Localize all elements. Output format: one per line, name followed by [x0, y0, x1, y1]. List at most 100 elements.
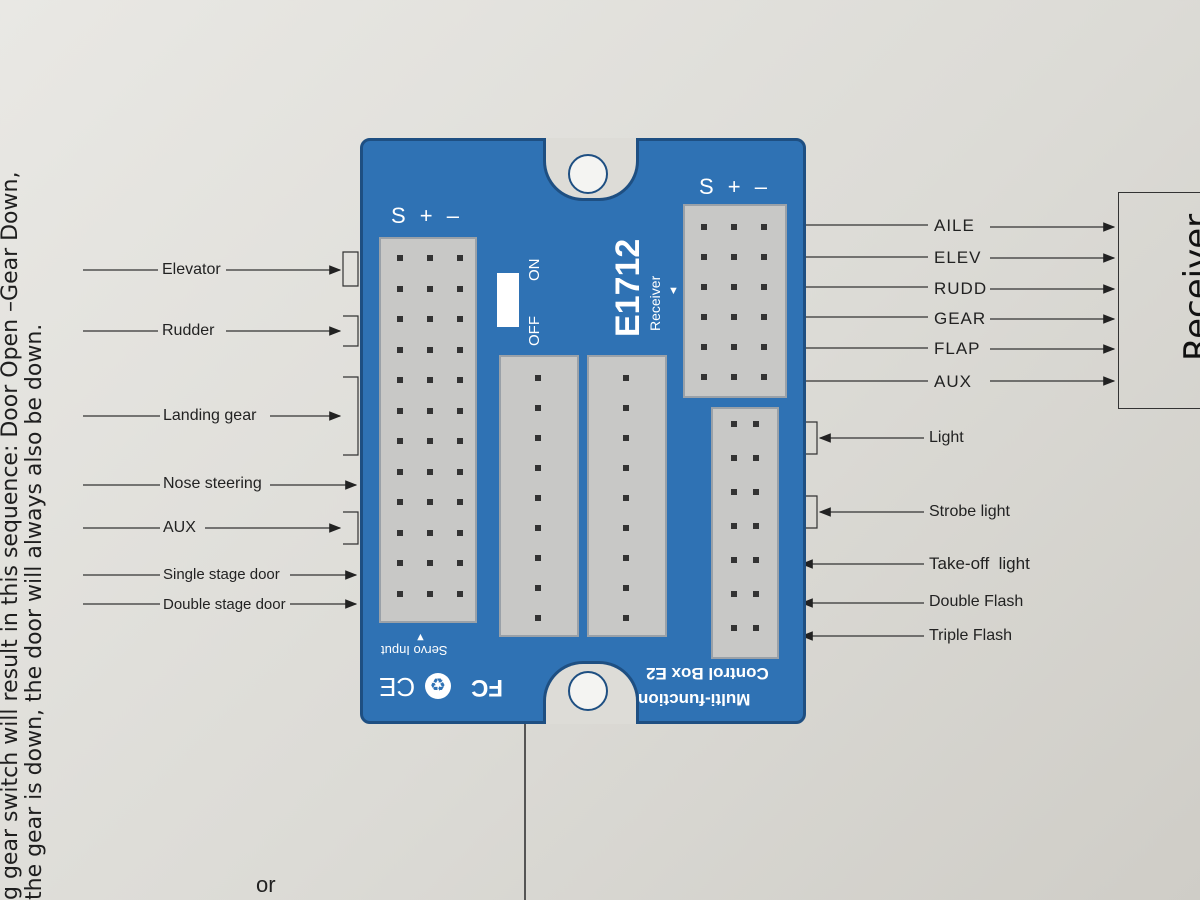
receiver-board-label: Receiver [647, 275, 663, 331]
pin [457, 590, 463, 597]
on-off-switch[interactable] [497, 273, 519, 327]
servo-input-label: Servo Input [381, 643, 448, 658]
label-nose-steering: Nose steering [163, 475, 262, 492]
pin [731, 455, 737, 461]
polarity-left: S + – [391, 203, 463, 228]
pin [623, 495, 629, 501]
pin [731, 421, 737, 427]
pin [623, 375, 629, 381]
pin [457, 438, 463, 444]
pin [397, 346, 403, 353]
pin [457, 499, 463, 505]
pin [753, 455, 759, 461]
pin [457, 255, 463, 261]
label-light: Light [929, 429, 964, 446]
pin [731, 591, 737, 597]
pin [731, 489, 737, 495]
receiver-arrow-icon: ▼ [668, 285, 679, 297]
pin [427, 590, 433, 597]
pin [457, 346, 463, 353]
pin [623, 615, 629, 621]
ce-mark: CE [379, 672, 416, 702]
pin [397, 468, 403, 475]
pin [457, 560, 463, 566]
pin [753, 591, 759, 597]
pin [427, 499, 433, 505]
pin [427, 560, 433, 566]
pin [535, 525, 541, 531]
label-rudder: Rudder [162, 322, 215, 339]
pin [753, 625, 759, 631]
pin [427, 377, 433, 383]
pin [701, 254, 707, 260]
pin [427, 346, 433, 353]
label-elevator: Elevator [162, 261, 221, 278]
pin [731, 254, 737, 260]
pin [761, 374, 767, 380]
pin [397, 285, 403, 292]
vertical-rule [524, 715, 526, 900]
pin [761, 224, 767, 230]
pin [701, 224, 707, 230]
polarity-right: S + – [699, 174, 771, 199]
pin [427, 285, 433, 292]
label-rudd: RUDD [934, 279, 988, 298]
label-gear: GEAR [934, 309, 987, 328]
label-flap: FLAP [934, 339, 981, 358]
switch-on-label: ON [526, 258, 543, 282]
label-aux-right: AUX [934, 372, 972, 391]
label-elev: ELEV [934, 248, 982, 267]
receiver-box: Receiver [1118, 192, 1200, 409]
label-double-flash: Double Flash [929, 593, 1024, 610]
label-double-stage-door: Double stage door [163, 596, 286, 613]
product-name-line2: Control Box E2 [646, 664, 769, 683]
pin [753, 489, 759, 495]
pin [623, 525, 629, 531]
pin [457, 316, 463, 322]
pin [397, 438, 403, 444]
pin [761, 254, 767, 260]
pin [535, 615, 541, 621]
label-single-stage-door: Single stage door [163, 566, 280, 583]
pin [535, 585, 541, 591]
pin [427, 316, 433, 322]
pin [457, 529, 463, 536]
control-box-board: S + – S + – ON OFF E1712 Receiver ▼ Serv… [360, 138, 806, 724]
pin [457, 468, 463, 475]
page-text-corner: or [256, 872, 276, 897]
pin [701, 344, 707, 350]
receiver-header [683, 204, 787, 398]
pin [535, 495, 541, 501]
pin [731, 557, 737, 563]
pin [427, 468, 433, 475]
pin [535, 555, 541, 561]
pin [623, 435, 629, 441]
pin [761, 314, 767, 320]
pin [623, 465, 629, 471]
pin [397, 255, 403, 261]
pin [397, 499, 403, 505]
pin [535, 435, 541, 441]
pin [701, 374, 707, 380]
pin [397, 407, 403, 414]
pin [753, 421, 759, 427]
pin [397, 590, 403, 597]
model-number: E1712 [609, 238, 647, 337]
pin [623, 555, 629, 561]
pin [701, 284, 707, 290]
pin [397, 529, 403, 536]
pin [535, 375, 541, 381]
recycle-icon: ♻ [425, 673, 451, 699]
pin [397, 377, 403, 383]
pin [731, 284, 737, 290]
pin [623, 585, 629, 591]
pin [397, 560, 403, 566]
label-strobe-light: Strobe light [929, 503, 1010, 520]
pin [427, 255, 433, 261]
pin [535, 405, 541, 411]
pin [457, 407, 463, 414]
label-aux-left: AUX [163, 519, 196, 536]
pin [731, 374, 737, 380]
pin [457, 377, 463, 383]
